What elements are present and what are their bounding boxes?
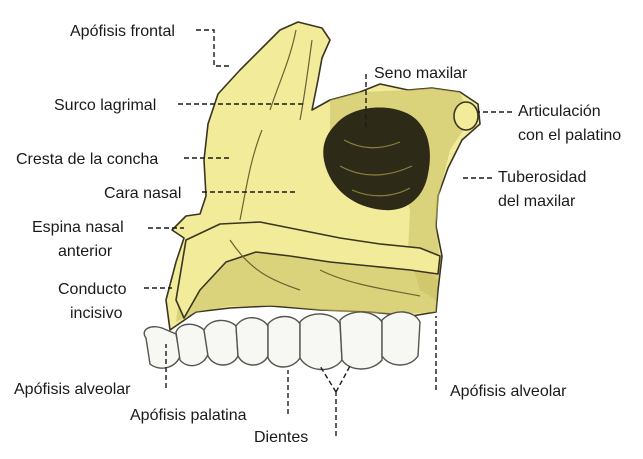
label-conducto-line2: incisivo (70, 305, 123, 322)
label-seno-maxilar: Seno maxilar (374, 65, 468, 82)
label-cara-nasal: Cara nasal (104, 185, 181, 202)
label-surco-lagrimal: Surco lagrimal (54, 97, 156, 114)
label-cresta-concha: Cresta de la concha (16, 151, 158, 168)
label-articulacion-line2: con el palatino (518, 127, 621, 144)
label-tuberosidad-line2: del maxilar (498, 193, 576, 210)
leader-dientes (320, 366, 350, 436)
label-dientes: Dientes (254, 429, 308, 446)
label-espina-nasal-line1: Espina nasal (32, 219, 124, 236)
label-articulacion-line1: Articulación (518, 103, 601, 120)
label-apofisis-alveolar-left: Apófisis alveolar (14, 381, 131, 398)
label-apofisis-palatina: Apófisis palatina (130, 407, 247, 424)
label-conducto-line1: Conducto (58, 281, 127, 298)
label-apofisis-alveolar-right: Apófisis alveolar (450, 383, 567, 400)
label-espina-nasal-line2: anterior (58, 243, 113, 260)
teeth (144, 312, 420, 370)
leader-apofisis-frontal (196, 30, 232, 66)
label-apofisis-frontal: Apófisis frontal (70, 23, 175, 40)
label-tuberosidad-line1: Tuberosidad (498, 169, 586, 186)
